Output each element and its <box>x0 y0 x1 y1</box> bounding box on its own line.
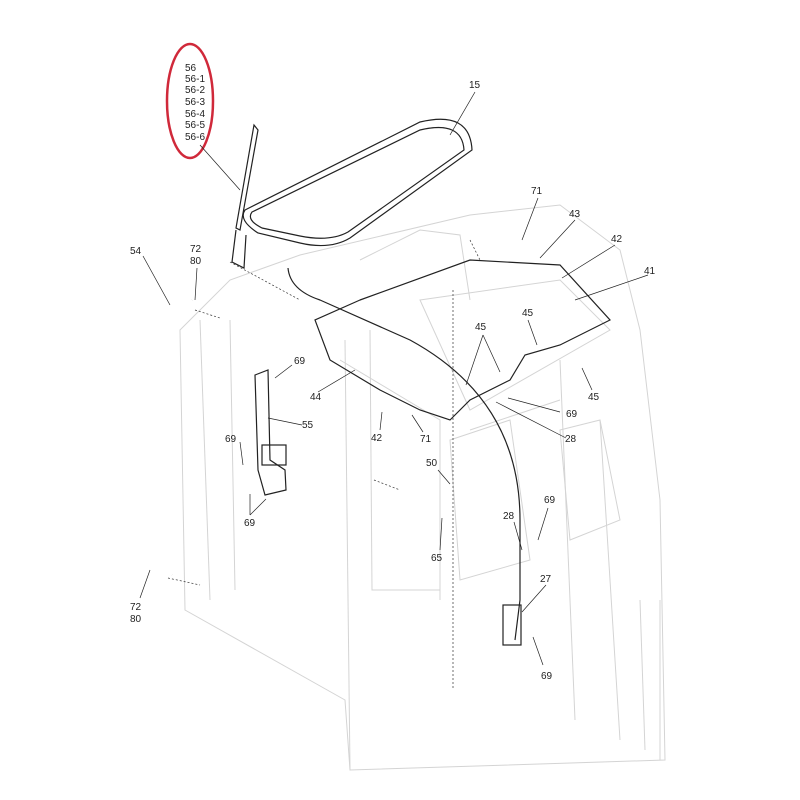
part-label: 42 <box>611 234 623 245</box>
part-label: 54 <box>130 246 142 257</box>
wiper-cable-part <box>287 267 521 641</box>
dashed-line <box>167 239 481 690</box>
leader-lines <box>139 91 649 666</box>
cab-outline <box>179 204 666 771</box>
part-label: 71 <box>531 186 543 197</box>
part-label: 72 <box>130 602 142 613</box>
part-label-56-4: 56-4 <box>185 109 205 120</box>
part-label: 45 <box>522 308 534 319</box>
part-label: 28 <box>503 511 515 522</box>
part-label-56-3: 56-3 <box>185 97 205 108</box>
part-label: 55 <box>302 420 314 431</box>
part-label-56: 56 <box>185 63 197 74</box>
part-label-56-1: 56-1 <box>185 74 205 85</box>
part-label: 28 <box>565 434 577 445</box>
headliner-panel-part <box>314 259 611 421</box>
part-label: 69 <box>566 409 578 420</box>
part-labels: 15 71 43 42 41 54 72 80 45 45 45 69 55 4… <box>130 80 656 682</box>
part-label: 71 <box>420 434 432 445</box>
part-label: 80 <box>190 256 202 267</box>
part-label: 80 <box>130 614 142 625</box>
part-label: 69 <box>544 495 556 506</box>
highlight-circle <box>165 42 215 160</box>
part-label: 69 <box>244 518 256 529</box>
hinge-bracket-part <box>502 604 522 646</box>
windshield-seal-part <box>242 118 473 247</box>
callout-group-56: 56 56-1 56-2 56-3 56-4 56-5 56-6 <box>185 63 205 143</box>
part-label: 50 <box>426 458 438 469</box>
part-label: 69 <box>225 434 237 445</box>
part-label: 42 <box>371 433 383 444</box>
part-label: 72 <box>190 244 202 255</box>
part-label-56-5: 56-5 <box>185 120 205 131</box>
part-label: 15 <box>469 80 481 91</box>
part-label: 43 <box>569 209 581 220</box>
part-label: 45 <box>475 322 487 333</box>
part-label: 65 <box>431 553 443 564</box>
part-label: 45 <box>588 392 600 403</box>
part-label: 69 <box>294 356 306 367</box>
wiper-motor-part <box>254 369 287 496</box>
part-label: 27 <box>540 574 552 585</box>
part-label: 41 <box>644 266 656 277</box>
part-label-56-6: 56-6 <box>185 132 205 143</box>
part-label-56-2: 56-2 <box>185 85 205 96</box>
part-label: 44 <box>310 392 322 403</box>
wiper-part <box>231 123 259 269</box>
part-label: 69 <box>541 671 553 682</box>
